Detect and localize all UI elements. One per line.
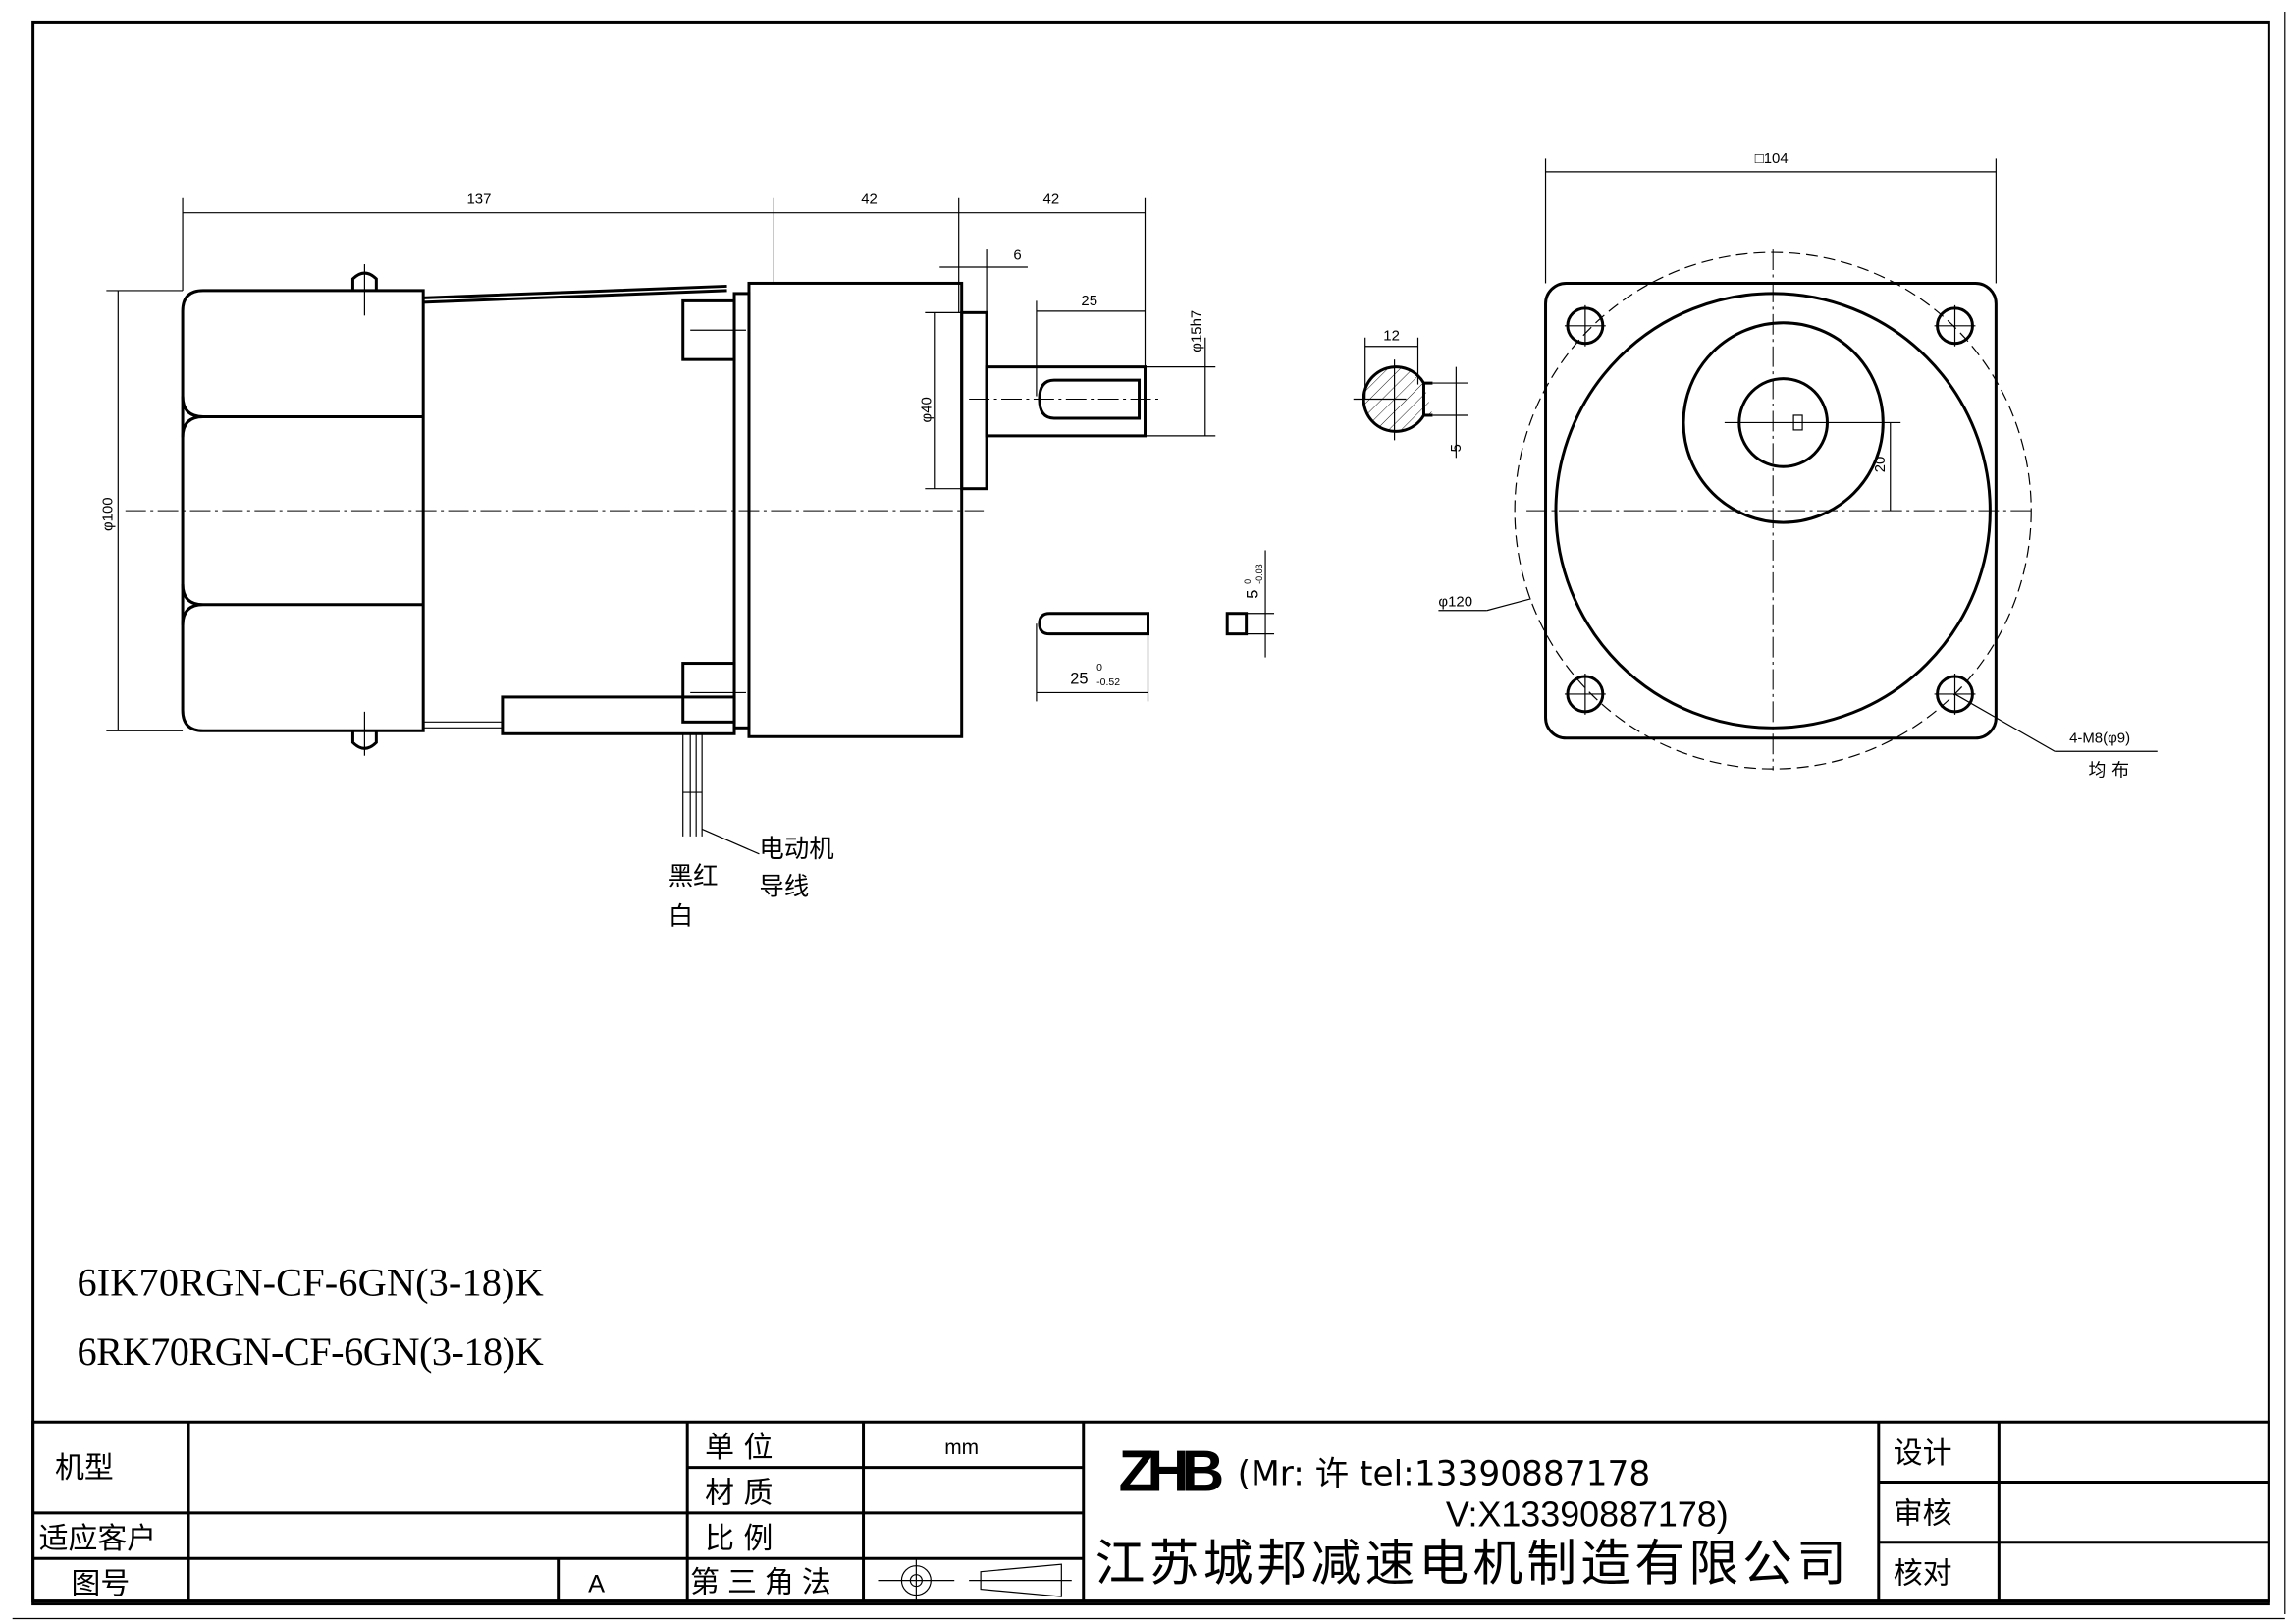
drawing-no-label: 图号: [71, 1567, 130, 1601]
material-label: 材 质: [705, 1476, 773, 1510]
wire-label-motor: 电动机: [759, 834, 833, 863]
shaft-section: 12 5: [1353, 328, 1468, 459]
dim-body-dia: φ100: [99, 497, 116, 531]
key-length: 25: [1070, 670, 1088, 687]
customer-label: 适应客户: [39, 1522, 157, 1556]
wire-label-lead: 导线: [759, 872, 809, 901]
dim-flange: 6: [1013, 247, 1021, 264]
section-width: 12: [1383, 328, 1400, 345]
key-width-lower: -0.03: [1255, 564, 1264, 583]
check-label: 核对: [1894, 1557, 1952, 1592]
dim-shaft-dia: φ15h7: [1188, 310, 1204, 352]
front-view: □104 20 φ120 4-M8(φ9) 均 布: [1438, 150, 2158, 782]
revision: A: [588, 1571, 605, 1598]
brand: ZHB: [1119, 1437, 1225, 1503]
contact-line-1: (Mr: 许 tel:13390887178: [1238, 1455, 1651, 1494]
unit-label: 单 位: [705, 1431, 773, 1465]
design-label: 设计: [1894, 1436, 1952, 1471]
key-length-upper: 0: [1096, 663, 1102, 674]
dim-key-length: 25: [1081, 293, 1097, 309]
review-label: 审核: [1894, 1496, 1952, 1531]
key-width: 5: [1245, 590, 1262, 599]
hole-note: 均 布: [2089, 761, 2130, 782]
dim-motor-length: 137: [467, 191, 492, 208]
sheet-frame: [12, 11, 2286, 1620]
model-name-2: 6RK70RGN-CF-6GN(3-18)K: [77, 1329, 543, 1374]
dim-offset: 20: [1872, 457, 1889, 473]
hole-spec: 4-M8(φ9): [2069, 730, 2130, 746]
model-name-1: 6IK70RGN-CF-6GN(3-18)K: [77, 1261, 543, 1305]
dim-boss-dia: φ40: [918, 397, 934, 422]
side-view: 137 42 42 6 25 φ15h7 φ40 φ100 电动机 导线 黑红 …: [99, 191, 1216, 931]
contact-line-2: V:X13390887178): [1446, 1494, 1729, 1534]
key-detail: 25 0 -0.52 5 0 -0.03: [1036, 550, 1275, 702]
third-angle-projection-icon: [878, 1558, 1072, 1603]
key-width-upper: 0: [1243, 579, 1253, 584]
key-length-lower: -0.52: [1096, 677, 1120, 688]
wire-colors-black-red: 黑红: [668, 861, 719, 891]
projection-label: 第三角法: [690, 1566, 830, 1600]
dim-shaft-length: 42: [1043, 191, 1060, 208]
dim-gearbox-length: 42: [861, 191, 878, 208]
dim-square: □104: [1755, 150, 1789, 167]
scale-label: 比 例: [705, 1522, 773, 1556]
company-name: 江苏城邦减速电机制造有限公司: [1095, 1535, 1846, 1593]
section-key: 5: [1448, 444, 1465, 452]
mounting-holes: [1564, 304, 1976, 715]
dim-pcd: φ120: [1438, 593, 1472, 610]
model-label: 机型: [55, 1451, 114, 1486]
unit-value: mm: [944, 1436, 979, 1459]
title-block: 机型 适应客户 图号 A 单 位 mm 材 质 比 例 第三角法 ZHB (Mr…: [31, 1420, 2270, 1603]
wire-colors-white: 白: [668, 901, 693, 931]
